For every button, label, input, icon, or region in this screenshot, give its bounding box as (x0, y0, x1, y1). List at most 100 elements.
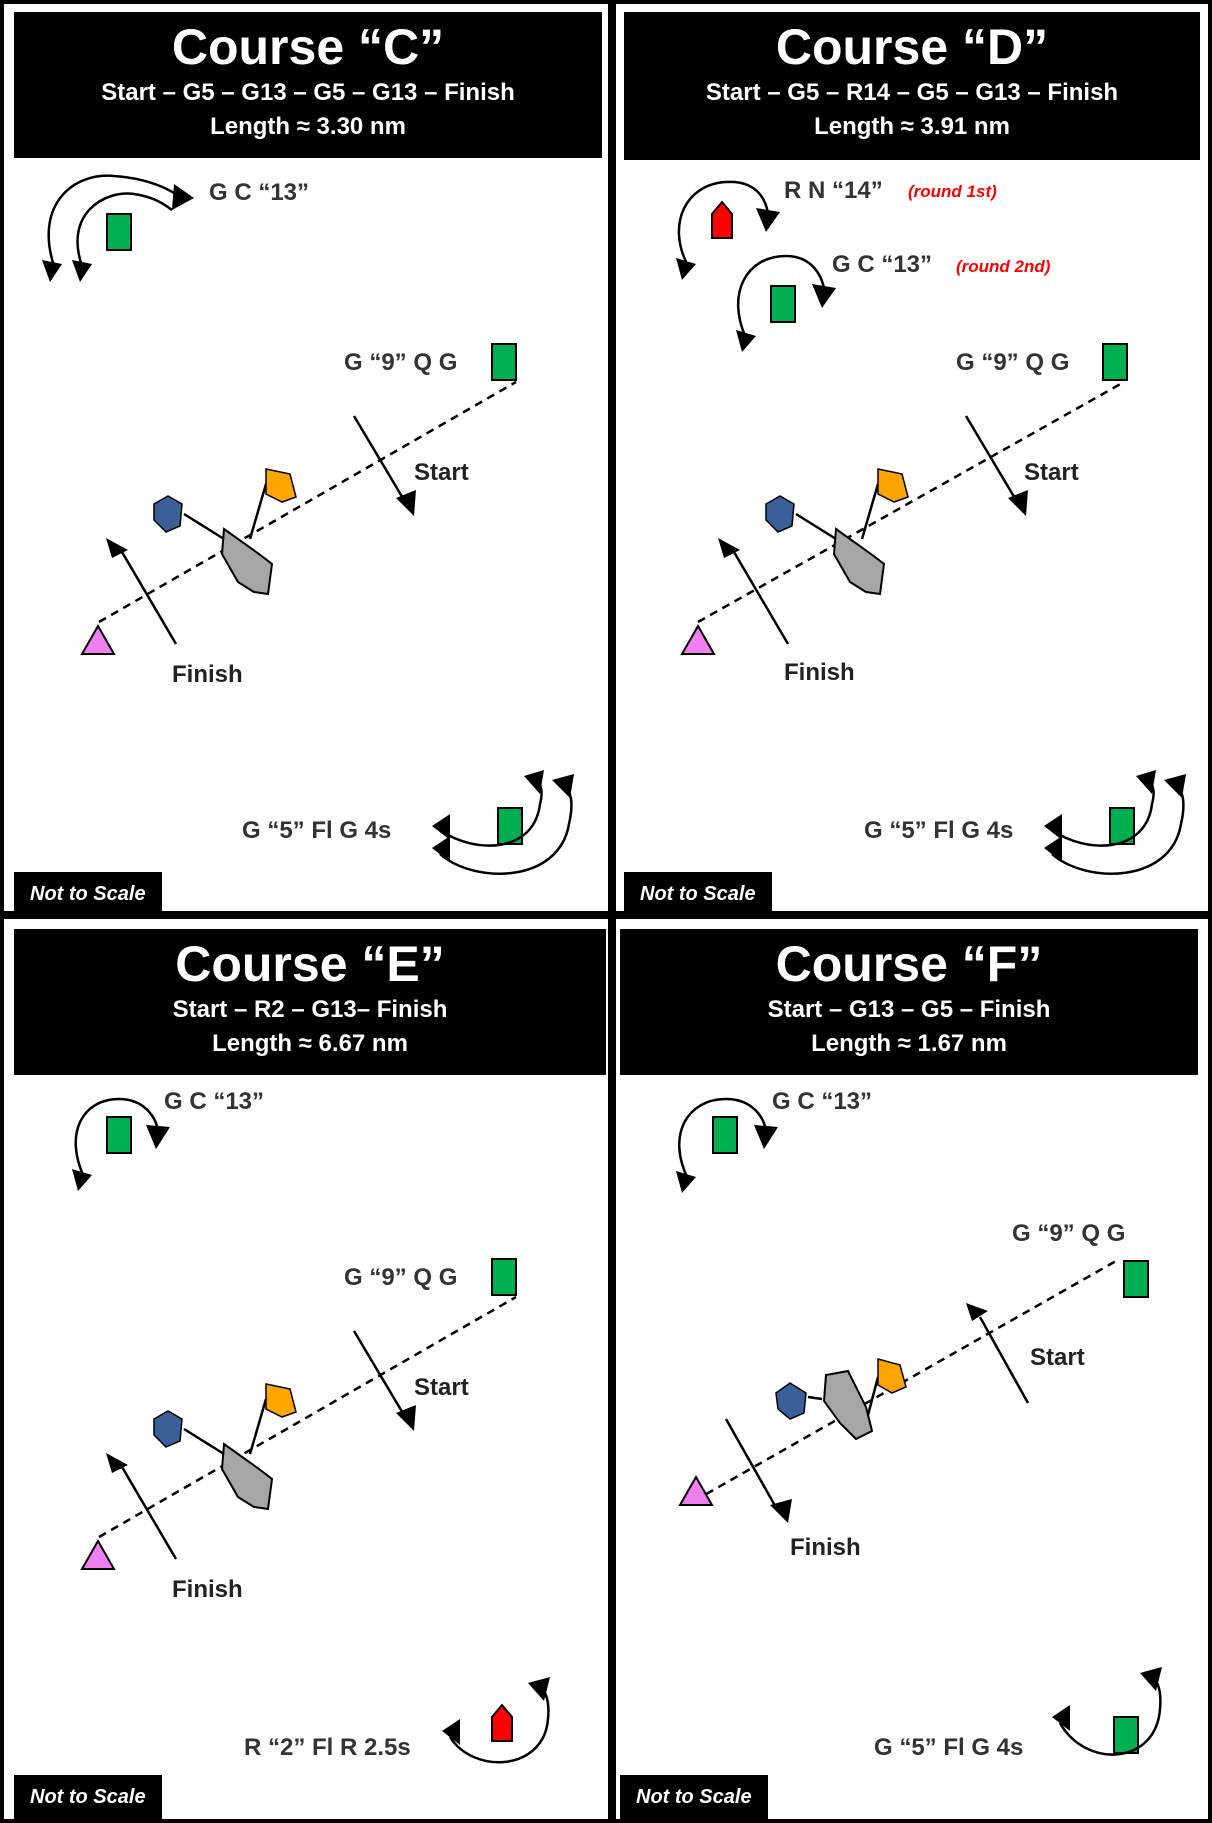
pin-mark (680, 623, 716, 655)
rounding-arrow (74, 1097, 160, 1178)
arrowhead (396, 1405, 416, 1431)
finish-arrow (732, 551, 790, 645)
arrowhead (528, 1677, 550, 1701)
finish-label: Finish (172, 661, 243, 688)
course-e-header: Course “E” Start – R2 – G13– Finish Leng… (14, 929, 606, 1075)
committee-boat (822, 1369, 874, 1441)
course-f-panel: Course “F” Start – G13 – G5 – Finish Len… (612, 915, 1212, 1823)
blue-flag (153, 495, 183, 533)
green-buoy-9 (491, 343, 517, 381)
committee-boat (220, 527, 274, 596)
committee-boat (832, 527, 886, 596)
course-d-length: Length ≈ 3.91 nm (814, 113, 1010, 140)
course-c-diagram: G C “13” G “9” Q G Start Finish G “5” Fl… (42, 174, 574, 875)
green-buoy-13 (770, 285, 796, 323)
arrowhead (1136, 770, 1156, 794)
mark-13-label: G C “13” (832, 251, 932, 278)
course-d-panel: Course “D” Start – G5 – R14 – G5 – G13 –… (612, 0, 1212, 916)
orange-flag (265, 468, 297, 503)
flag-pole (795, 512, 837, 541)
arrowhead (432, 836, 450, 862)
finish-arrow (724, 1418, 780, 1512)
pin-mark (80, 623, 116, 655)
blue-flag (765, 495, 795, 533)
course-e-route: Start – R2 – G13– Finish (172, 996, 448, 1023)
flag-pole (183, 512, 225, 541)
finish-arrow (120, 551, 178, 645)
course-f-diagram: G C “13” G “9” Q G Start Finish G “5” Fl… (676, 1088, 1162, 1761)
arrowhead (736, 330, 756, 352)
green-buoy-13 (106, 1116, 132, 1154)
arrowhead (1140, 1667, 1162, 1691)
start-arrow (964, 415, 1018, 501)
start-label: Start (1030, 1344, 1085, 1371)
arrowhead (172, 184, 194, 210)
rounding-arrow (1051, 776, 1155, 847)
course-f-title: Course “F” (775, 936, 1043, 992)
blue-flag (775, 1382, 807, 1420)
arrowhead (1164, 774, 1186, 798)
orange-flag (265, 1383, 297, 1418)
pin-mark (80, 1538, 116, 1570)
arrowhead (442, 1719, 460, 1745)
course-f-route: Start – G13 – G5 – Finish (767, 996, 1051, 1023)
course-c-panel: Course “C” Start – G5 – G13 – G5 – G13 –… (0, 0, 612, 916)
arrowhead (812, 284, 836, 308)
course-e-panel: Course “E” Start – R2 – G13– Finish Leng… (0, 915, 612, 1823)
flag-pole (807, 1395, 823, 1401)
mark-13-label: G C “13” (772, 1088, 872, 1115)
start-label: Start (1024, 459, 1079, 486)
course-f-length: Length ≈ 1.67 nm (811, 1030, 1007, 1057)
course-e-title: Course “E” (175, 936, 445, 992)
finish-arrow (120, 1466, 178, 1560)
arrowhead (770, 1499, 792, 1523)
mark-2-label: R “2” Fl R 2.5s (244, 1734, 411, 1761)
arrowhead (72, 1169, 92, 1191)
arrowhead (966, 1303, 988, 1321)
start-label: Start (414, 1374, 469, 1401)
mark-5-label: G “5” Fl G 4s (242, 817, 391, 844)
course-d-header: Course “D” Start – G5 – R14 – G5 – G13 –… (624, 12, 1200, 160)
rounding-arrow (439, 776, 543, 847)
start-arrow (352, 1330, 406, 1416)
course-c-route: Start – G5 – G13 – G5 – G13 – Finish (101, 79, 515, 106)
mark-14-note: (round 1st) (908, 182, 997, 201)
arrowhead (1008, 490, 1028, 516)
not-to-scale-badge: Not to Scale (620, 1775, 768, 1819)
course-d-title: Course “D” (775, 19, 1049, 75)
course-c-title: Course “C” (171, 19, 445, 75)
not-to-scale-badge: Not to Scale (14, 1775, 162, 1819)
rounding-arrow (677, 180, 770, 267)
blue-flag (153, 1410, 183, 1448)
flag-pole (183, 1427, 225, 1456)
mark-5-label: G “5” Fl G 4s (874, 1734, 1023, 1761)
green-buoy-13 (106, 213, 132, 251)
course-e-length: Length ≈ 6.67 nm (212, 1030, 408, 1057)
rounding-arrow (1058, 1673, 1162, 1756)
course-line (697, 380, 1125, 624)
red-buoy-2 (491, 1703, 513, 1742)
mark-13-label: G C “13” (164, 1088, 264, 1115)
not-to-scale-badge: Not to Scale (14, 872, 162, 916)
course-line (98, 380, 517, 624)
flag-pole (248, 1398, 268, 1455)
arrowhead (106, 1453, 128, 1473)
green-buoy-9 (1102, 343, 1128, 381)
finish-label: Finish (784, 659, 855, 686)
finish-label: Finish (790, 1534, 861, 1561)
arrowhead (754, 1125, 778, 1149)
arrowhead (106, 538, 128, 558)
arrowhead (432, 814, 450, 840)
arrowhead (396, 490, 416, 516)
green-buoy-9 (1123, 1260, 1149, 1298)
arrowhead (1044, 814, 1062, 840)
finish-label: Finish (172, 1576, 243, 1603)
mark-13-note: (round 2nd) (956, 257, 1051, 276)
green-buoy-13 (712, 1116, 738, 1154)
flag-pole (248, 483, 268, 540)
committee-boat (220, 1442, 274, 1511)
mark-9-label: G “9” Q G (956, 349, 1069, 376)
course-d-diagram: R N “14” (round 1st) G C “13” (round 2nd… (676, 177, 1186, 875)
mark-13-label: G C “13” (209, 179, 309, 206)
flag-pole (866, 1376, 880, 1416)
